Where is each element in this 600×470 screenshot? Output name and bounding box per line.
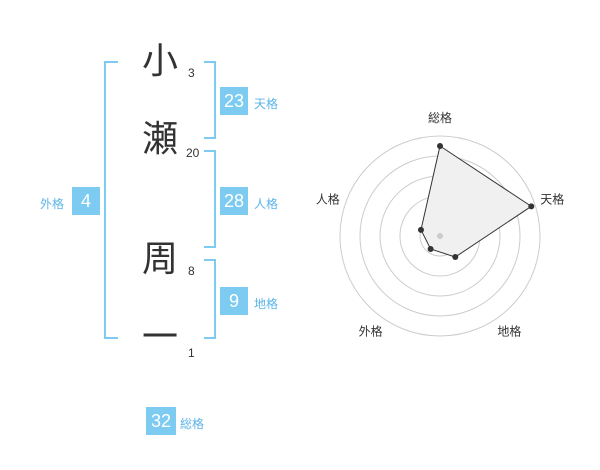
name-char-2: 瀬: [142, 119, 179, 160]
jinkaku-value: 28: [220, 187, 248, 215]
stroke-count-1: 3: [188, 66, 195, 80]
tenkaku-label: 天格: [254, 97, 279, 111]
radar-point-1: [437, 143, 443, 149]
radar-point-4: [427, 245, 434, 252]
tenkaku-value: 23: [220, 87, 248, 115]
gaikaku-value: 4: [72, 187, 100, 215]
jinkaku-bracket: [204, 150, 216, 248]
jinkaku-label: 人格: [254, 197, 279, 211]
name-char-1: 小: [142, 41, 179, 82]
stroke-count-3: 8: [188, 264, 195, 278]
gaikaku-bracket: [104, 61, 118, 339]
name-char-4: 一: [142, 317, 179, 358]
soukaku-label: 総格: [180, 417, 205, 431]
radar-area: [420, 145, 533, 258]
chikaku-value: 9: [220, 287, 248, 315]
radar-axis-label-3: 地格: [497, 323, 521, 338]
chikaku-bracket: [204, 259, 216, 339]
gaikaku-label: 外格: [40, 197, 65, 211]
radar-axis-label-1: 総格: [428, 110, 452, 125]
radar-point-2: [528, 203, 535, 210]
soukaku-value: 32: [146, 407, 176, 435]
radar-point-3: [452, 254, 459, 261]
radar-axis-label-5: 人格: [316, 192, 340, 207]
radar-center: [437, 233, 443, 239]
stroke-count-4: 1: [188, 346, 195, 360]
chikaku-label: 地格: [254, 297, 279, 311]
radar-ring-5: [339, 135, 541, 337]
stroke-count-2: 20: [186, 146, 200, 160]
radar-axis-label-2: 天格: [540, 192, 564, 207]
tenkaku-bracket: [204, 61, 216, 139]
radar-axis-label-4: 外格: [359, 323, 383, 338]
radar-point-5: [417, 226, 424, 233]
name-char-3: 周: [142, 239, 179, 280]
